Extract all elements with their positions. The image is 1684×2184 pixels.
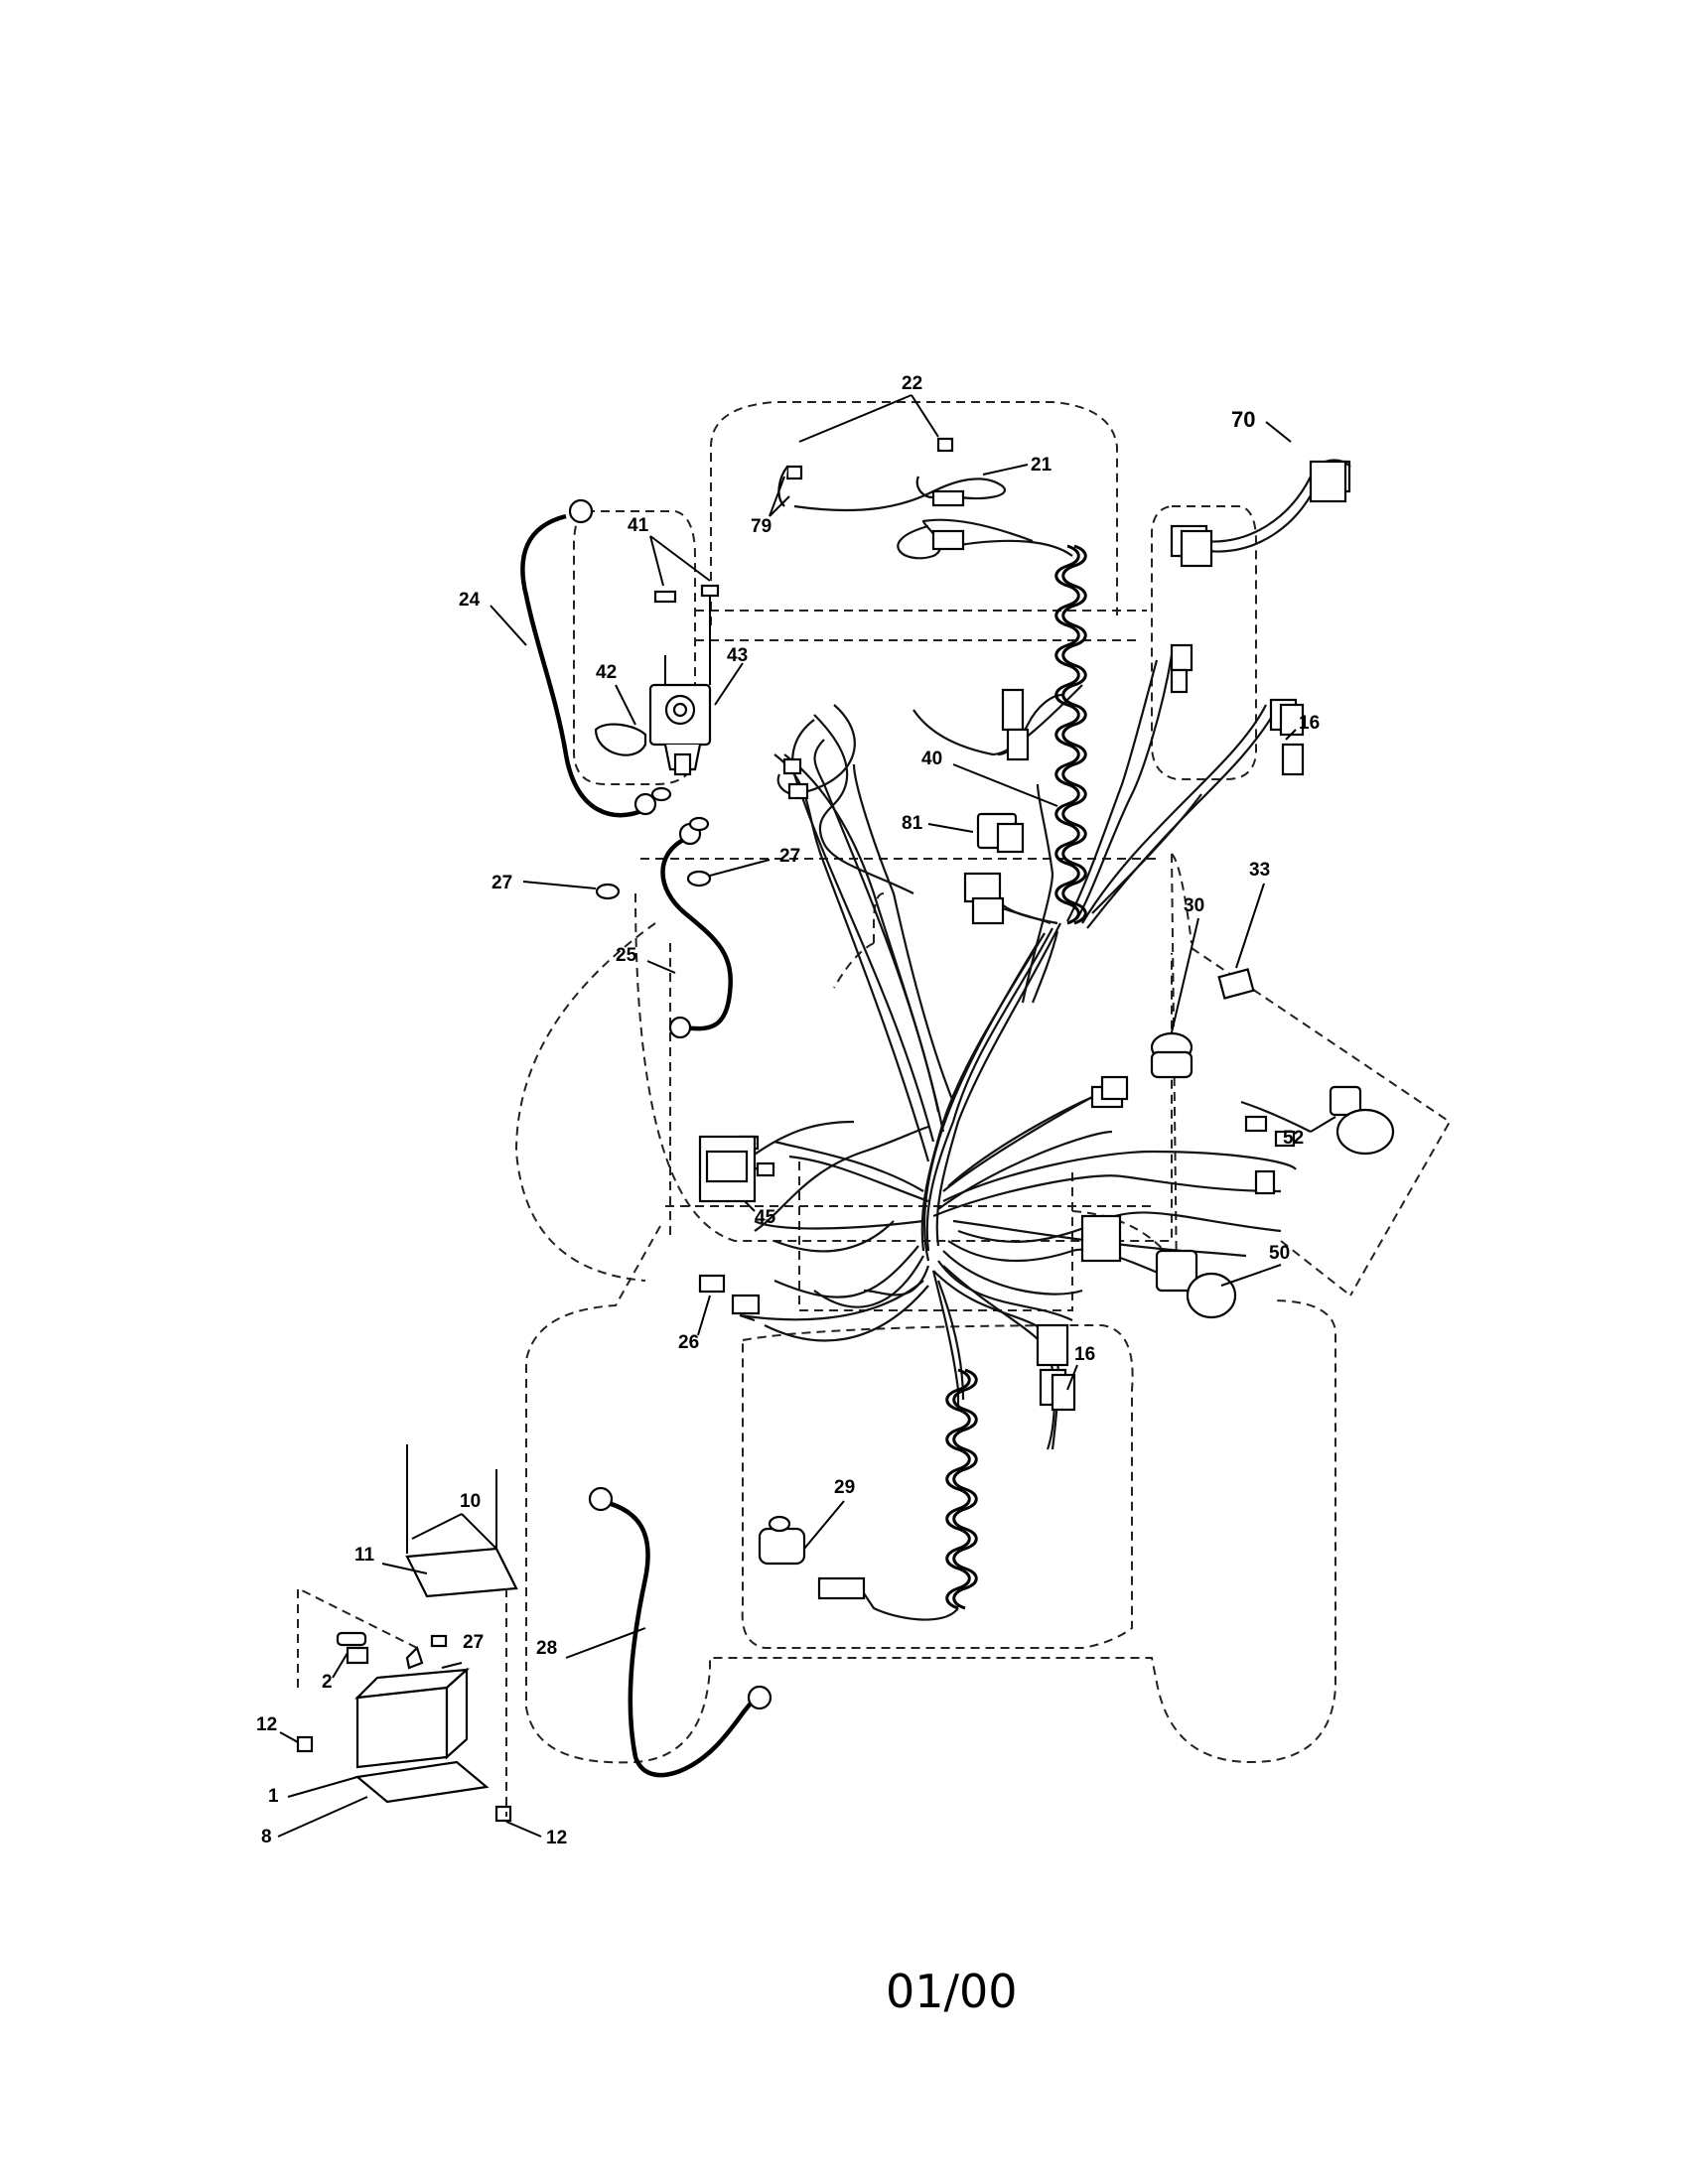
cable-24-ring-top	[568, 498, 594, 524]
callout-12-left: 12	[256, 1714, 277, 1735]
cable-25	[660, 836, 734, 1031]
callout-45: 45	[755, 1207, 776, 1228]
cable-24-ring-bottom	[633, 792, 657, 816]
callout-16-lower: 16	[1074, 1344, 1095, 1365]
callout-labels: 22 21 79 70 41 24 42 43 16 40 81 27 27 3…	[256, 373, 1320, 1848]
callout-33: 33	[1249, 860, 1270, 881]
callout-1: 1	[268, 1786, 279, 1807]
callout-40: 40	[921, 749, 942, 769]
cable-24	[520, 513, 647, 818]
callout-27-battery: 27	[463, 1632, 484, 1653]
callout-43: 43	[727, 645, 748, 666]
callout-10: 10	[460, 1491, 481, 1512]
switch-29	[758, 1515, 866, 1600]
callout-8: 8	[261, 1827, 272, 1847]
switch-50	[1155, 1249, 1237, 1319]
revision-date: 01/00	[886, 1965, 1018, 2018]
callout-11: 11	[354, 1545, 375, 1566]
callout-29: 29	[834, 1477, 855, 1498]
callout-42: 42	[596, 662, 617, 683]
tractor-outline	[514, 401, 1452, 1764]
callout-2: 2	[322, 1672, 333, 1693]
callout-26: 26	[678, 1332, 699, 1353]
ignition-switch-30	[1150, 1031, 1193, 1079]
callout-16-upper: 16	[1299, 713, 1320, 734]
module-45	[698, 1135, 757, 1203]
harness-coil-lower	[863, 1368, 978, 1621]
callout-12-right: 12	[546, 1828, 567, 1848]
cable-28-ring-top	[588, 1486, 614, 1512]
battery-assembly	[296, 1444, 518, 1823]
cable-28-ring-bottom	[747, 1685, 772, 1710]
nuts-27	[595, 786, 712, 900]
callout-25: 25	[616, 945, 637, 966]
boot-42	[594, 723, 647, 756]
callout-30: 30	[1184, 895, 1204, 916]
switch-33	[1217, 968, 1255, 1000]
callout-21: 21	[1031, 455, 1052, 476]
callout-41: 41	[628, 515, 649, 536]
harness-coil-upper	[1054, 544, 1087, 925]
connector-parts	[738, 437, 1395, 1407]
callout-52: 52	[1283, 1128, 1304, 1149]
callout-22: 22	[902, 373, 922, 394]
harness-70	[1180, 460, 1347, 568]
callout-24: 24	[459, 590, 481, 611]
relay-81	[976, 812, 1025, 854]
callout-79: 79	[751, 516, 772, 537]
callout-27-left: 27	[491, 873, 512, 893]
callout-27-right: 27	[779, 846, 800, 867]
callout-50: 50	[1269, 1243, 1290, 1264]
terminals-26	[698, 1274, 761, 1315]
callout-70: 70	[1231, 407, 1255, 432]
cable-28	[600, 1498, 757, 1778]
callout-81: 81	[902, 813, 923, 834]
callout-28: 28	[536, 1638, 557, 1659]
leader-lines	[277, 394, 1336, 1838]
starter-solenoid	[648, 584, 720, 776]
cable-25-ring-bottom	[668, 1016, 692, 1039]
